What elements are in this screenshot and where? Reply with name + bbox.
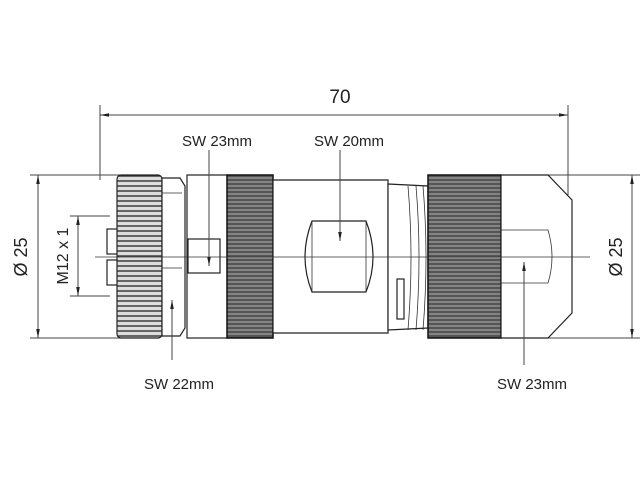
callout-sw-top-left: SW 23mm <box>182 133 252 266</box>
thread-lines <box>407 185 427 331</box>
connector-body <box>106 174 573 339</box>
left-diameter-label: Ø 25 <box>11 237 31 276</box>
callout-sw-bottom-right: SW 23mm <box>497 262 567 393</box>
right-knurled-nut <box>427 174 502 339</box>
thread-dimension: M12 x 1 <box>55 215 110 297</box>
length-dimension: 70 <box>99 87 569 195</box>
wrench-flat <box>187 238 221 274</box>
callout-sw-bottom-left: SW 22mm <box>144 300 214 393</box>
thread-slot <box>396 278 405 320</box>
middle-knurled-ring <box>226 174 274 339</box>
callout-label: SW 20mm <box>314 133 384 150</box>
callout-label: SW 22mm <box>144 376 214 393</box>
contact-pin <box>106 228 119 255</box>
callout-sw-top-mid: SW 20mm <box>314 133 384 241</box>
contact-pin <box>106 259 119 286</box>
cable-gland-nut <box>500 174 573 339</box>
thread-label: M12 x 1 <box>55 227 72 284</box>
callout-label: SW 23mm <box>182 133 252 150</box>
length-label: 70 <box>329 87 350 108</box>
left-knurled-nut <box>116 174 163 339</box>
right-diameter-label: Ø 25 <box>606 237 626 276</box>
body-window <box>304 220 374 293</box>
callout-label: SW 23mm <box>497 376 567 393</box>
left-diameter-dimension: Ø 25 <box>11 174 120 339</box>
